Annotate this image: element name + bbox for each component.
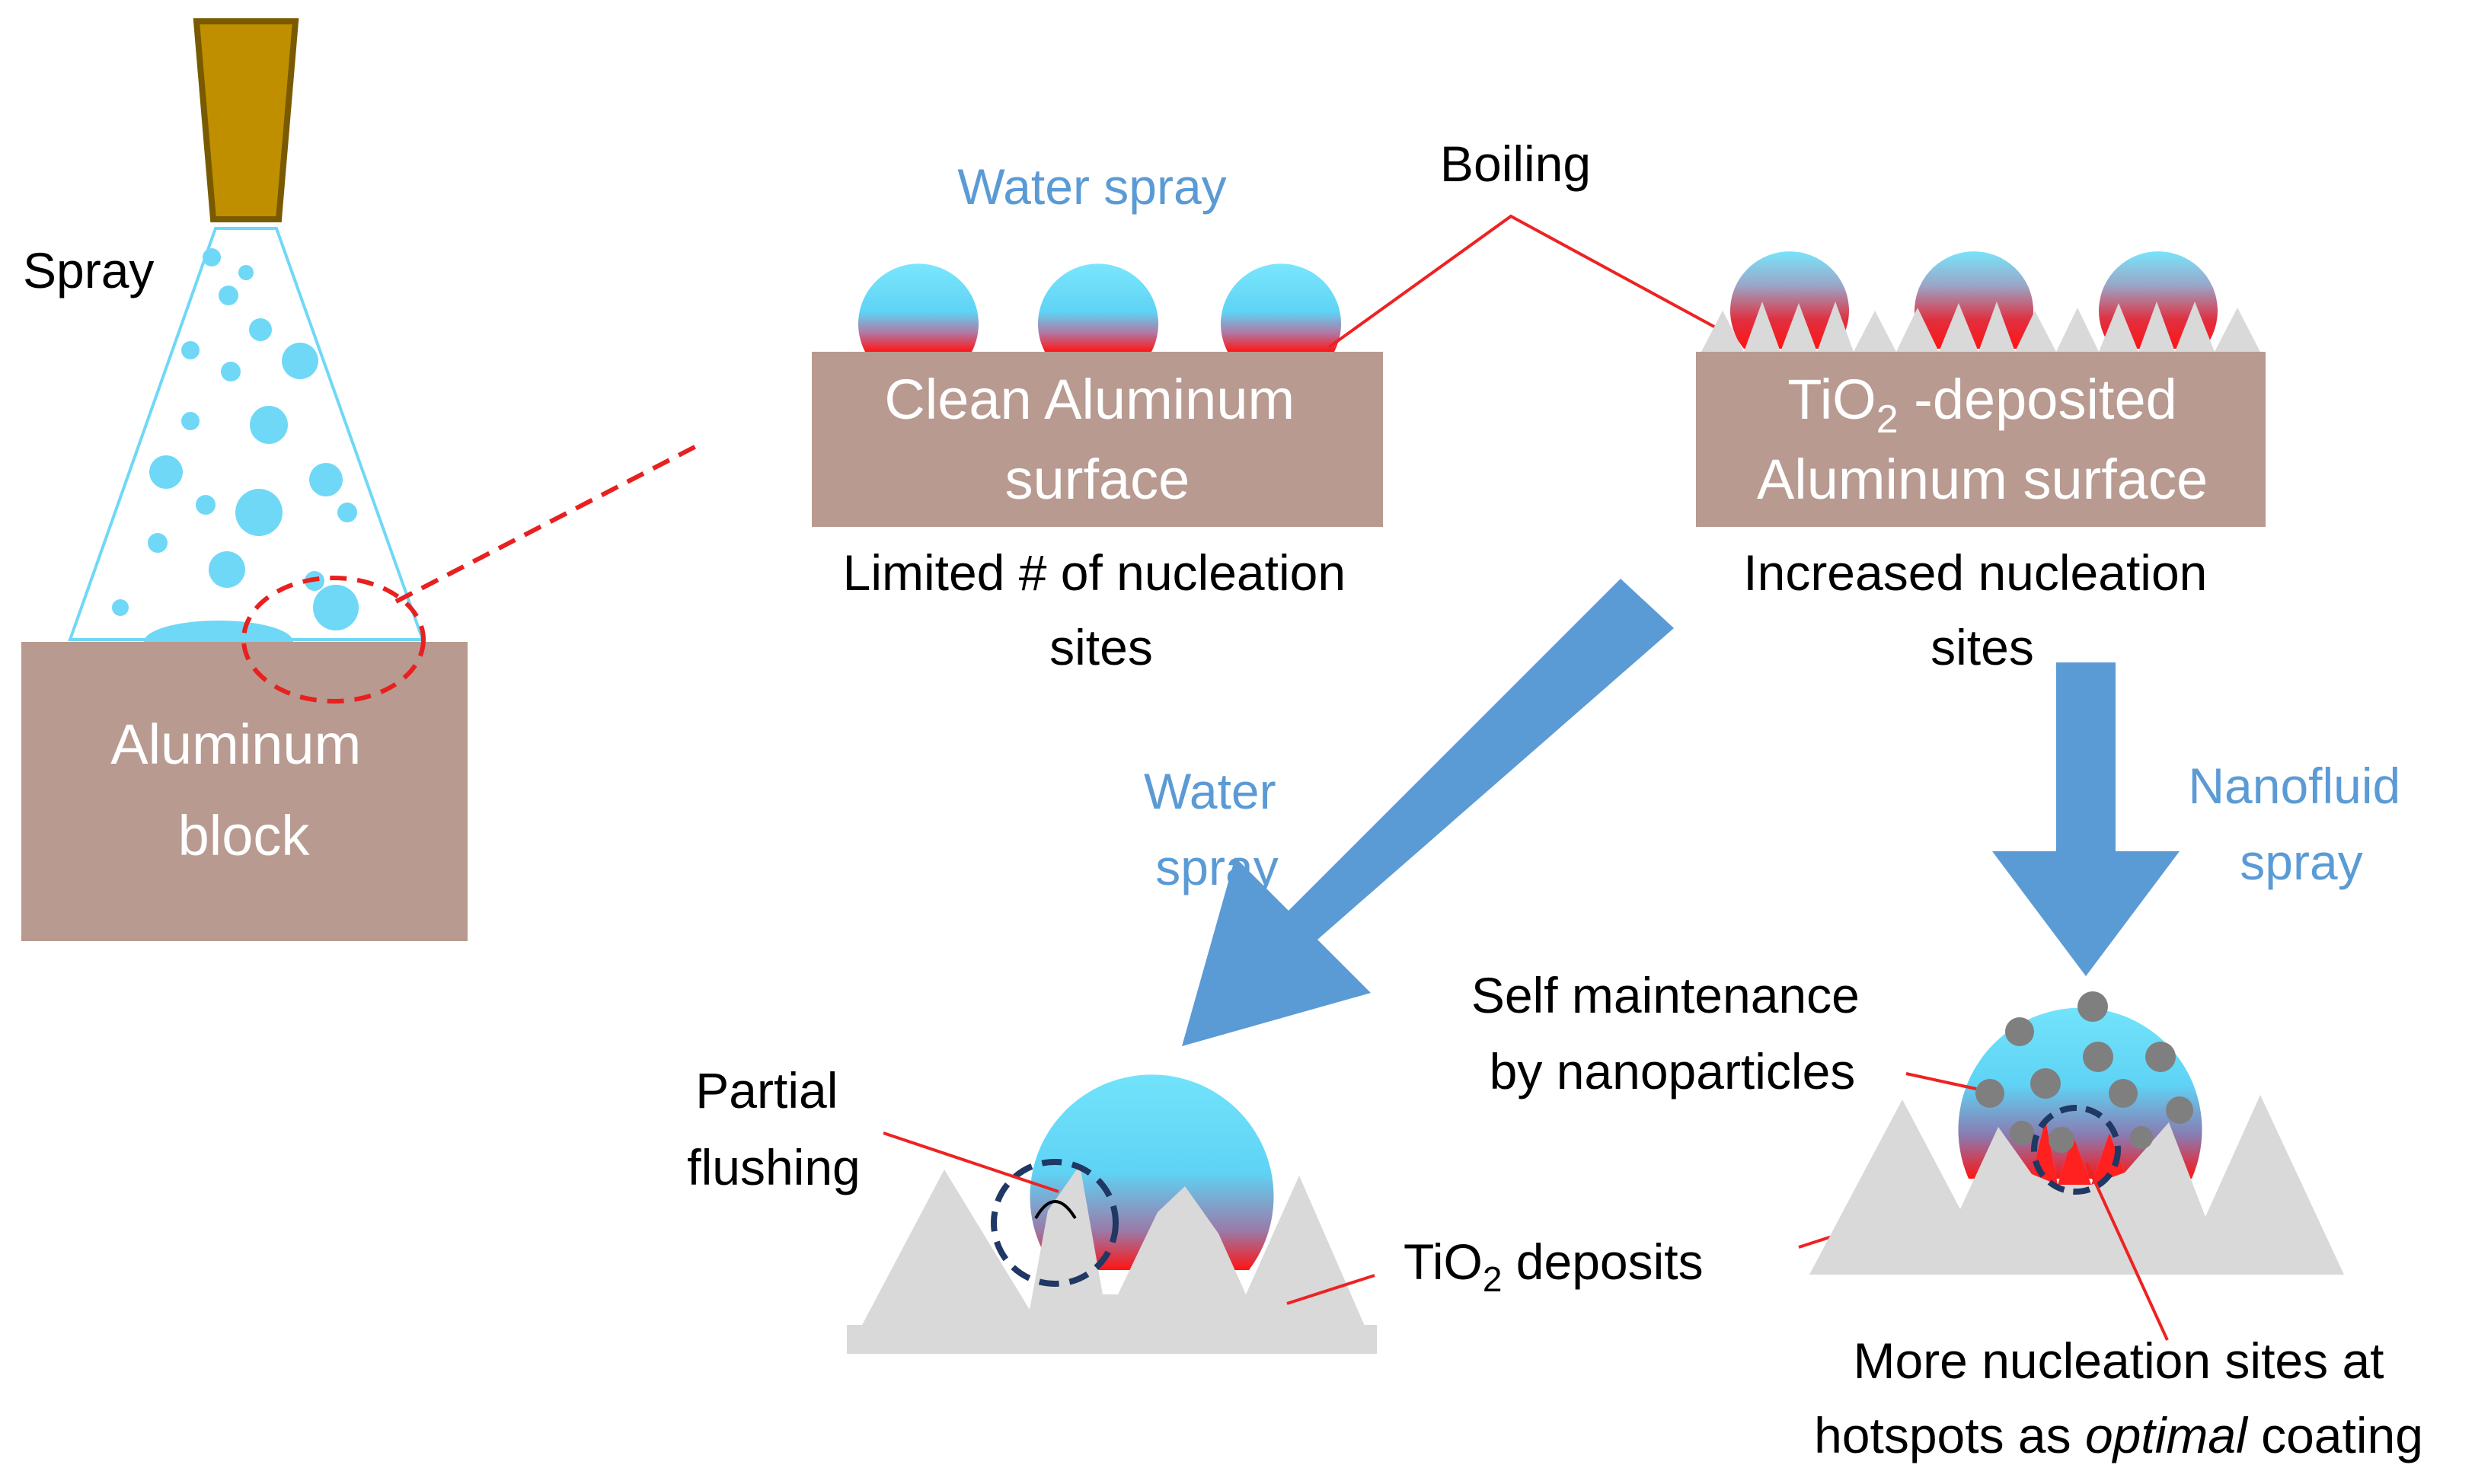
more-sites-label-line1: More nucleation sites at xyxy=(1853,1332,2384,1389)
coated-surface-spikes xyxy=(1701,302,2260,352)
self-maintenance-leader xyxy=(1905,1072,1977,1090)
tio2-deposit-peaks-left xyxy=(847,1165,1377,1354)
aluminum-block xyxy=(21,642,468,941)
boiling-leader xyxy=(1327,214,1758,352)
more-sites-label-line2: hotspots as optimal coating xyxy=(1814,1407,2423,1463)
nanoparticles xyxy=(1975,991,2193,1153)
boiling-label: Boiling xyxy=(1440,136,1591,192)
coated-surface-panel: TiO2 -deposited Aluminum surface Increas… xyxy=(1696,251,2266,675)
limited-sites-label: Limited # of nucleation sites xyxy=(843,544,1360,675)
clean-surface-panel: Clean Aluminum surface Water spray Limit… xyxy=(812,158,1383,675)
deposit-base-left xyxy=(847,1325,1377,1354)
flushed-site-arc xyxy=(1034,1200,1077,1220)
tio2-deposits-leader-left xyxy=(1286,1274,1375,1305)
aluminum-block-label: Aluminum block xyxy=(110,713,377,867)
large-water-droplet xyxy=(1030,1074,1274,1270)
water-spray-arrow-label: Water spray xyxy=(1144,763,1290,895)
water-spray-top-label: Water spray xyxy=(957,158,1226,215)
more-sites-leader xyxy=(2085,1163,2169,1341)
increased-sites-label: Increased nucleation sites xyxy=(1743,544,2221,675)
nanofluid-panel: Self maintenance by nanoparticles More n… xyxy=(1471,967,2423,1463)
nanofluid-spray-arrow xyxy=(1992,662,2180,976)
coated-surface-label-line2: Aluminum surface xyxy=(1757,448,2208,511)
hotspot-highlight xyxy=(2031,1105,2121,1195)
tio2-deposits-label: TiO2 deposits xyxy=(1404,1233,1704,1299)
water-spray-arrow xyxy=(1182,579,1674,1046)
clean-surface-label: Clean Aluminum surface xyxy=(884,368,1310,511)
clean-surface-droplets xyxy=(858,263,1341,352)
nanofluid-spray-label: Nanofluid spray xyxy=(2188,758,2414,890)
water-on-deposits-panel: Partial flushing xyxy=(687,1062,1377,1354)
process-arrows xyxy=(1182,579,2180,1046)
spray-label: Spray xyxy=(23,242,154,298)
partial-flushing-label: Partial flushing xyxy=(687,1062,861,1195)
self-maintenance-label: Self maintenance by nanoparticles xyxy=(1471,967,1873,1099)
boiling-annotation: Boiling xyxy=(1327,136,1758,352)
zoom-leader xyxy=(394,442,702,604)
clean-aluminum-block xyxy=(812,352,1383,527)
coated-aluminum-block xyxy=(1696,352,2266,527)
spray-setup: Spray Aluminum block xyxy=(21,18,702,941)
spray-droplets xyxy=(112,248,359,663)
partial-flushing-highlight xyxy=(991,1159,1119,1287)
partial-flushing-leader xyxy=(883,1131,1059,1193)
coated-surface-label-line1: TiO2 -deposited xyxy=(1787,368,2177,442)
tio2-deposits-annotation: TiO2 deposits xyxy=(1286,1217,1889,1305)
spray-nozzle xyxy=(193,18,299,222)
zoom-highlight xyxy=(241,576,426,704)
